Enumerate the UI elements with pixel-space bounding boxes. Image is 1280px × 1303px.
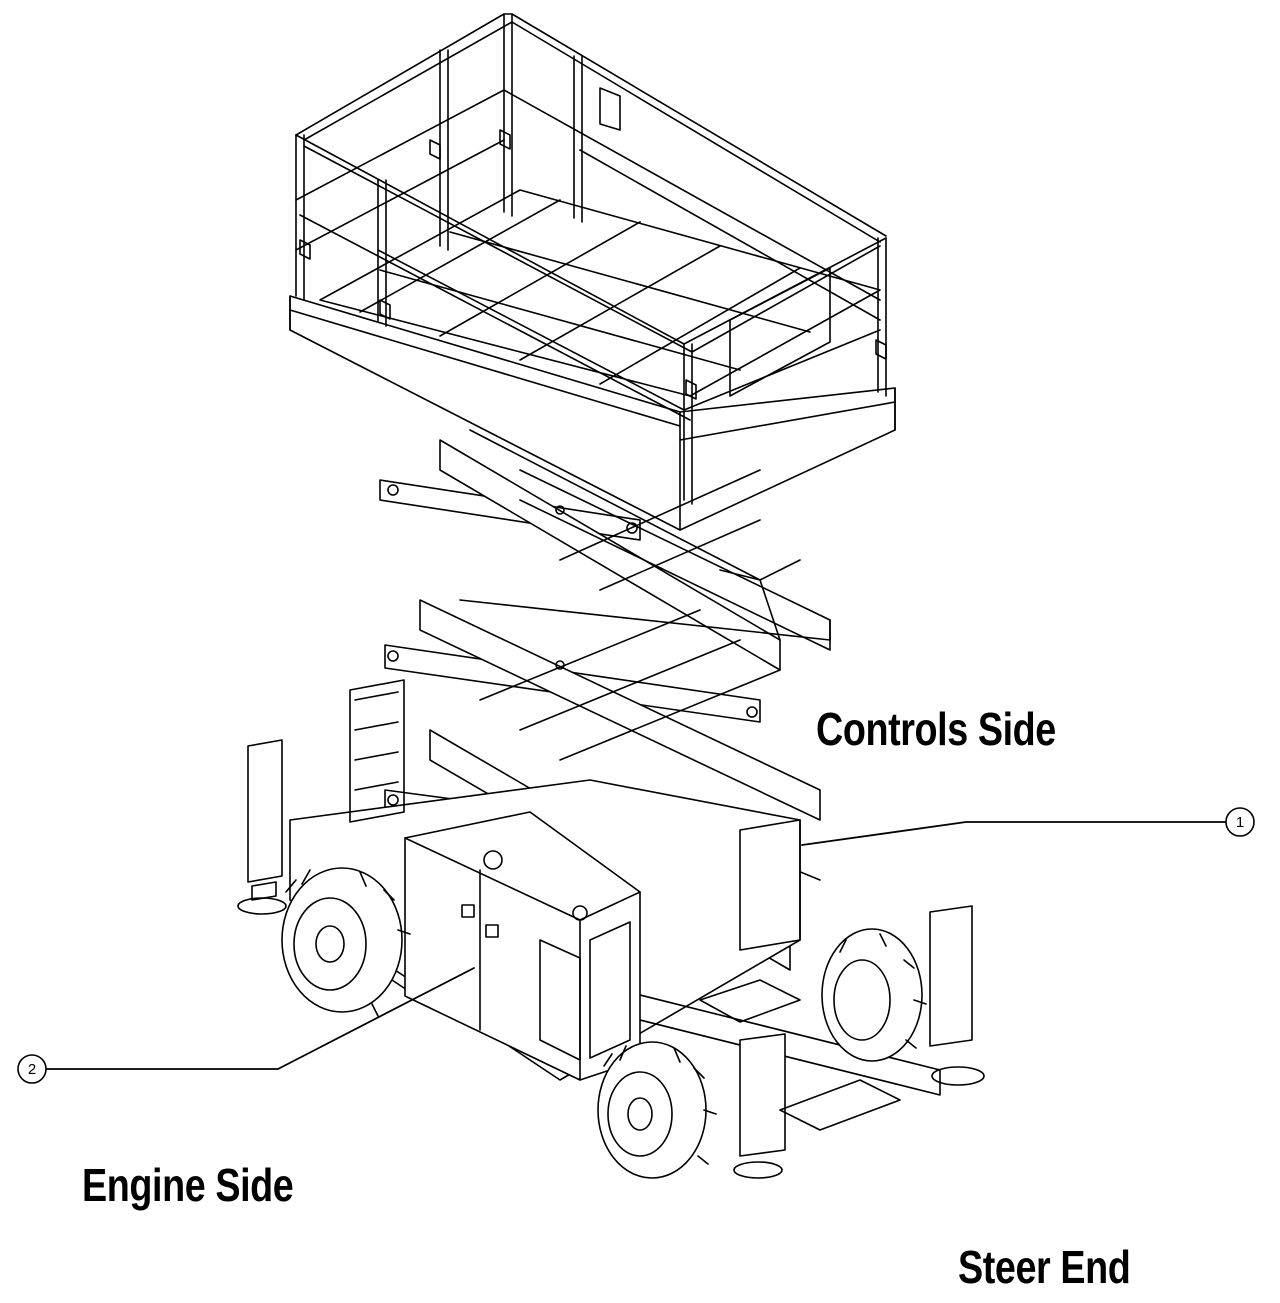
callout-2-number: 2 bbox=[28, 1061, 36, 1078]
platform bbox=[289, 13, 896, 531]
wheel-front-left bbox=[597, 1041, 717, 1179]
steer-end-label: Steer End bbox=[958, 1241, 1131, 1293]
callout-2-circle bbox=[17, 1054, 47, 1084]
wheels bbox=[281, 867, 927, 1179]
wheel-front-right bbox=[821, 928, 927, 1062]
callout-2: 2 bbox=[17, 967, 475, 1084]
controls-side-label: Controls Side bbox=[816, 703, 1056, 755]
wheel-rear-left bbox=[281, 867, 411, 1017]
callout-1-circle bbox=[1225, 807, 1255, 837]
chassis bbox=[237, 679, 985, 1179]
callout-1: 1 bbox=[801, 807, 1255, 846]
callout-1-number: 1 bbox=[1236, 814, 1244, 831]
engine-side-label: Engine Side bbox=[82, 1159, 294, 1211]
